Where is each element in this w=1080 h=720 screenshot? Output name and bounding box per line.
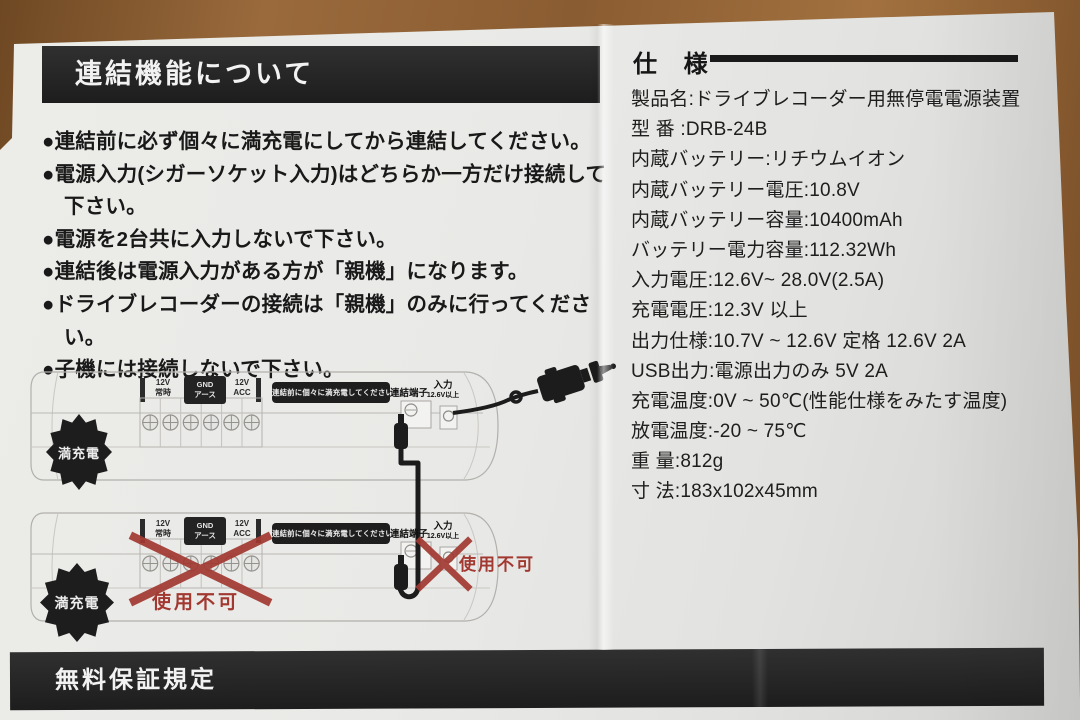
- spec-row: 型 番 :DRB-24B: [631, 119, 768, 141]
- bullet-item: ●連結前に必ず個々に満充電にしてから連結してください。: [42, 130, 591, 153]
- spec-row: 充電電圧:12.3V 以上: [631, 300, 808, 322]
- link-terminal-label: 連結端子: [390, 529, 429, 540]
- spec-row: 入力電圧:12.6V~ 28.0V(2.5A): [631, 270, 885, 292]
- link-section-bullets: ●連結前に必ず個々に満充電にしてから連結してください。 ●電源入力(シガーソケッ…: [42, 126, 626, 387]
- spec-row: 内蔵バッテリー容量:10400mAh: [631, 209, 903, 231]
- spec-row: 出力仕様:10.7V ~ 12.6V 定格 12.6V 2A: [631, 330, 966, 352]
- link-section-header-bar: 連結機能について: [42, 46, 600, 103]
- paper-crease: [588, 24, 614, 650]
- warranty-title: 無料保証規定: [54, 666, 218, 695]
- paper-fold: [751, 648, 769, 708]
- bullet-item: ●子機には接続しないで下さい。: [42, 358, 344, 382]
- link-terminal-label: 連結端子: [390, 388, 429, 399]
- prohibited-x-icon: [128, 531, 273, 607]
- terminal-label-12v-acc: 12V ACC: [233, 519, 251, 538]
- terminal-label-gnd: GND アース: [184, 376, 226, 404]
- precharge-note-label: 連結前に個々に満充電してください: [272, 382, 393, 403]
- not-usable-label: 使用不可: [152, 592, 241, 613]
- spec-row: 寸 法:183x102x45mm: [631, 481, 818, 503]
- spec-row: バッテリー電力容量:112.32Wh: [631, 239, 897, 261]
- prohibited-x-icon: [415, 536, 473, 592]
- terminal-label-12v-acc: 12V ACC: [233, 378, 251, 397]
- spec-list: 製品名:ドライブレコーダー用無停電電源装置 型 番 :DRB-24B 内蔵バッテ…: [631, 84, 1071, 507]
- terminal-label-12v-constant: 12V 常時: [155, 378, 171, 397]
- precharge-note-label: 連結前に個々に満充電してください: [272, 523, 393, 544]
- bullet-item: ●連結後は電源入力がある方が「親機」になります。: [42, 260, 529, 284]
- input-label: 入力 12.6V以上: [426, 380, 460, 400]
- spec-row: 重 量:812g: [631, 451, 724, 473]
- spec-section-title: 仕 様: [633, 51, 718, 78]
- spec-row: USB出力:電源出力のみ 5V 2A: [631, 360, 888, 382]
- spec-row: 内蔵バッテリー電圧:10.8V: [631, 179, 860, 201]
- spec-row: 内蔵バッテリー:リチウムイオン: [631, 149, 906, 171]
- bullet-item: ●電源入力(シガーソケット入力)はどちらか一方だけ接続して下さい。: [42, 162, 607, 219]
- link-cable: [397, 449, 421, 600]
- terminal-label-gnd: GND アース: [184, 517, 226, 545]
- not-usable-label: 使用不可: [459, 555, 535, 574]
- paper-shading: [930, 0, 1080, 720]
- link-section-title: 連結機能について: [75, 59, 315, 89]
- warranty-header-bar: 無料保証規定: [9, 647, 1045, 711]
- cable-loop: [509, 390, 523, 404]
- input-power-cable: [452, 389, 539, 415]
- spec-title-rule: [710, 55, 1018, 62]
- spec-row: 放電温度:-20 ~ 75℃: [631, 421, 807, 443]
- bullet-item: ●ドライブレコーダーの接続は「親機」のみに行ってください。: [42, 292, 592, 349]
- bullet-item: ●電源を2台共に入力しないで下さい。: [42, 227, 397, 251]
- terminal-label-12v-constant: 12V 常時: [155, 519, 171, 538]
- spec-row: 充電温度:0V ~ 50℃(性能仕様をみたす温度): [631, 390, 1008, 412]
- input-label: 入力 12.6V以上: [426, 521, 460, 541]
- spec-row: 製品名:ドライブレコーダー用無停電電源装置: [631, 89, 1021, 110]
